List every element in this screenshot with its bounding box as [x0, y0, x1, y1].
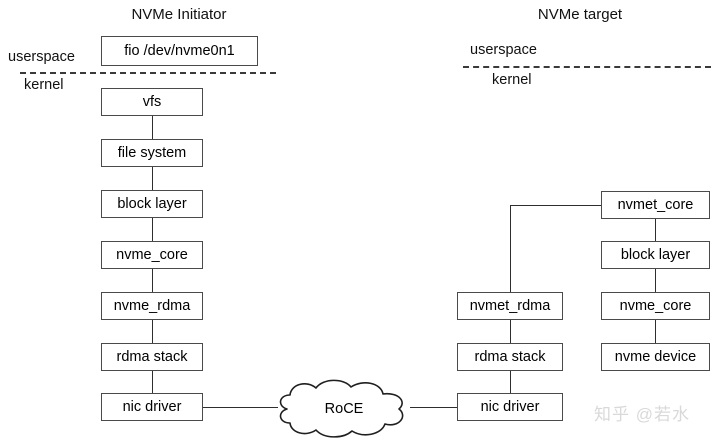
box-nvmet-rdma[interactable]: nvmet_rdma — [457, 292, 563, 320]
connector-nvmetrdma-to-rdmastack — [510, 320, 511, 343]
connector-vfs-to-filesystem — [152, 116, 153, 139]
box-file-system[interactable]: file system — [101, 139, 203, 167]
connector-nvmecore-to-nvmerdma — [152, 269, 153, 292]
box-block-layer-target[interactable]: block layer — [601, 241, 710, 269]
roce-network-cloud[interactable] — [271, 378, 417, 443]
connector-rdmastack-to-nicdriver-target — [510, 371, 511, 393]
box-nvme-core-initiator[interactable]: nvme_core — [101, 241, 203, 269]
box-vfs[interactable]: vfs — [101, 88, 203, 116]
connector-blocklayer-to-nvmecore-target — [655, 269, 656, 292]
roce-cloud-label: RoCE — [324, 401, 364, 417]
watermark-text: 知乎 @若水 — [594, 405, 690, 424]
box-fio-dev-nvme0n1[interactable]: fio /dev/nvme0n1 — [101, 36, 258, 66]
connector-nvmerdma-to-rdmastack — [152, 320, 153, 343]
box-nic-driver-target[interactable]: nic driver — [457, 393, 563, 421]
connector-nvmetcore-to-nvmetrdma-vertical — [510, 205, 511, 292]
initiator-column-title: NVMe Initiator — [131, 6, 227, 23]
box-nvme-core-target[interactable]: nvme_core — [601, 292, 710, 320]
box-rdma-stack-target[interactable]: rdma stack — [457, 343, 563, 371]
box-nvme-rdma[interactable]: nvme_rdma — [101, 292, 203, 320]
connector-nvmetcore-to-nvmetrdma-horizontal — [510, 205, 601, 206]
initiator-kernel-label: kernel — [24, 77, 64, 93]
target-userspace-label: userspace — [470, 42, 537, 58]
box-nvmet-core[interactable]: nvmet_core — [601, 191, 710, 219]
connector-roce-to-target-nic — [410, 407, 457, 408]
box-rdma-stack-initiator[interactable]: rdma stack — [101, 343, 203, 371]
connector-rdmastack-to-nicdriver — [152, 371, 153, 393]
initiator-userspace-kernel-divider — [20, 72, 276, 74]
initiator-userspace-label: userspace — [8, 49, 75, 65]
target-column-title: NVMe target — [537, 6, 623, 23]
box-nic-driver-initiator[interactable]: nic driver — [101, 393, 203, 421]
target-userspace-kernel-divider — [463, 66, 711, 68]
box-nvme-device[interactable]: nvme device — [601, 343, 710, 371]
connector-blocklayer-to-nvmecore — [152, 218, 153, 241]
target-kernel-label: kernel — [492, 72, 532, 88]
connector-initiator-nic-to-roce — [203, 407, 278, 408]
box-block-layer-initiator[interactable]: block layer — [101, 190, 203, 218]
connector-filesystem-to-blocklayer — [152, 167, 153, 190]
connector-nvmetcore-to-blocklayer — [655, 219, 656, 241]
connector-nvmecore-to-nvmedevice — [655, 320, 656, 343]
